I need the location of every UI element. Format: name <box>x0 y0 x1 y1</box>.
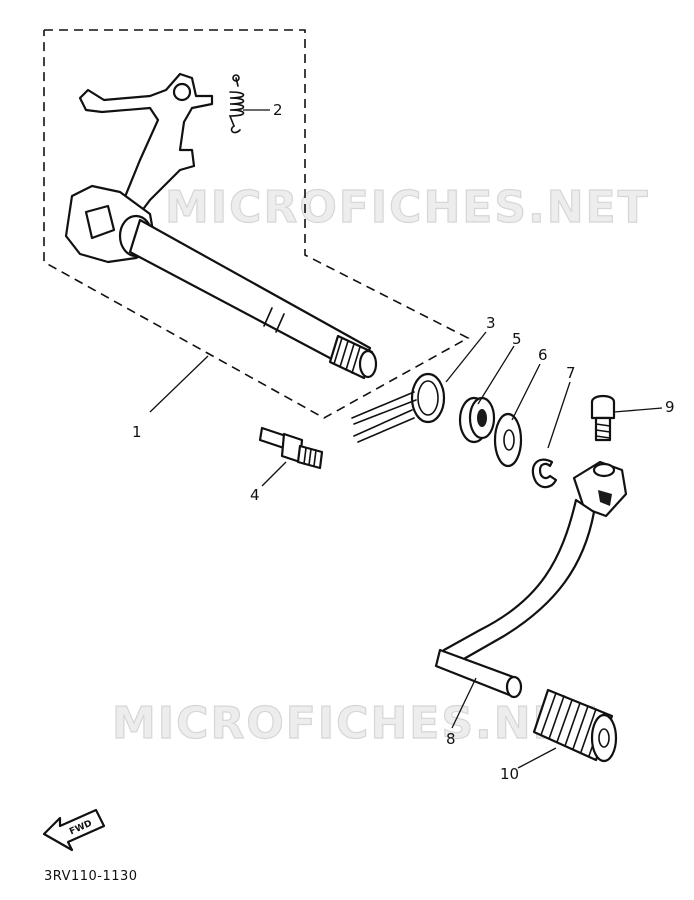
callout-3: 3 <box>486 314 496 332</box>
watermark-top: MICROFICHES.NET <box>165 182 650 233</box>
callout-4-5: 5 <box>512 330 522 348</box>
fwd-arrow-icon: FWD <box>42 808 106 852</box>
shift-shaft-assembly <box>64 72 378 380</box>
callout-8: 8 <box>446 730 456 748</box>
callout-10: 10 <box>500 765 519 783</box>
torsion-spring <box>351 372 446 443</box>
callout-6: 6 <box>538 346 548 364</box>
oil-seal <box>458 396 496 444</box>
assembly-boundary <box>43 29 470 419</box>
callout-1: 1 <box>132 423 142 441</box>
watermark-bottom: MICROFICHES.NET <box>112 698 597 749</box>
callout-9: 9 <box>665 398 675 416</box>
callout-4: 4 <box>250 486 260 504</box>
pinch-bolt <box>590 394 616 442</box>
drawing-code: 3RV110-1130 <box>44 869 138 884</box>
return-spring-small <box>228 74 245 134</box>
callout-7: 7 <box>566 364 576 382</box>
shift-pedal <box>434 460 628 699</box>
pedal-rubber <box>532 688 618 763</box>
callout-2: 2 <box>273 101 283 119</box>
stopper-stud <box>258 426 324 470</box>
circlip <box>531 458 558 489</box>
shift-arm <box>78 72 214 218</box>
washer <box>493 412 523 468</box>
leader-lines <box>149 109 663 769</box>
